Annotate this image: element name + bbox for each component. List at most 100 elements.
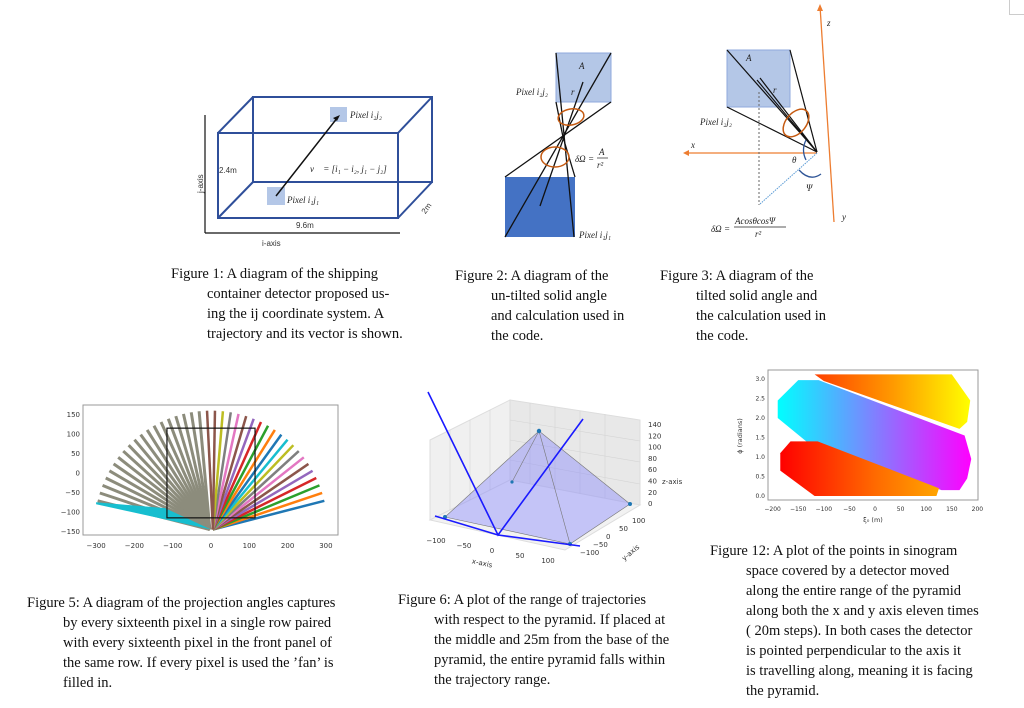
caption-line: the code.	[696, 328, 749, 344]
y-tick-label: −100	[61, 509, 80, 517]
figure-2-diagram: Pixel i₂j₂ A r δΩ = A r² Pixel i₁j₁	[504, 52, 612, 240]
z-tick-label: 0	[648, 500, 652, 508]
y-tick-label: 2.5	[755, 396, 765, 403]
x-tick-label: 0	[209, 542, 213, 550]
z-tick-label: 80	[648, 455, 657, 463]
caption-line: the calculation used in	[696, 308, 827, 324]
caption-line: the pyramid.	[746, 683, 820, 699]
projection-ray	[212, 462, 310, 531]
depth-label: 2m	[420, 201, 434, 216]
figure-3-diagram: A r Pixel i₂j₂ x z y θ Ψ δΩ = AcosθcosΨ …	[683, 4, 846, 239]
psi-label: Ψ	[806, 183, 813, 193]
trajectory-lines	[427, 391, 584, 547]
projection-ray	[212, 491, 323, 531]
area-label: A	[745, 53, 752, 63]
x-tick-label: −100	[816, 506, 833, 513]
caption-line: and calculation used in	[491, 308, 625, 324]
y-axis-label: ϕ (radians)	[736, 418, 744, 454]
projection-ray	[212, 476, 317, 531]
formula-numerator: AcosθcosΨ	[734, 216, 776, 226]
projection-ray	[205, 410, 215, 530]
y-tick-label: 150	[67, 411, 80, 419]
theta-label: θ	[792, 155, 797, 165]
pixel-label: Pixel i₂j₂	[699, 117, 732, 127]
z-tick-label: 140	[648, 421, 661, 429]
pixel-top-square	[330, 107, 347, 122]
figure-1-caption: Figure 1: A diagram of the shipping cont…	[171, 264, 403, 344]
detector-box	[166, 427, 256, 519]
y-tick-label: 50	[71, 450, 80, 458]
region-bottom	[780, 441, 939, 496]
formula-denominator: r²	[597, 160, 604, 170]
figure-2-caption: Figure 2: A diagram of the un-tilted sol…	[455, 266, 624, 346]
x-axis-label: x	[690, 140, 695, 150]
caption-line: the same row. If every pixel is used the…	[63, 655, 334, 671]
projection-ray	[212, 469, 314, 531]
vector-label: v⃗ = [i₁ − i₂, j₁ − j₂]	[310, 164, 387, 174]
projection-ray	[211, 429, 276, 531]
x-tick-label: 100	[541, 557, 554, 565]
figure-12-caption: Figure 12: A plot of the points in sinog…	[710, 541, 979, 701]
projection-ray	[212, 484, 320, 531]
z-axis-label: z-axis	[662, 478, 683, 486]
caption-line: Figure 3: A diagram of the	[660, 268, 814, 284]
height-label: 2.4m	[219, 166, 237, 175]
caption-line: with every sixteenth pixel in the front …	[63, 635, 332, 651]
length-label: 9.6m	[296, 221, 314, 230]
region-top	[814, 374, 971, 429]
z-axis-label: z	[826, 18, 831, 28]
y-tick-label: 50	[619, 525, 628, 533]
formula-lhs: δΩ =	[711, 224, 730, 234]
caption-line: the middle and 25m from the base of the	[434, 632, 670, 648]
area-label: A	[578, 61, 585, 71]
x-tick-label: 200	[281, 542, 294, 550]
caption-line: Figure 1: A diagram of the shipping	[171, 266, 379, 282]
caption-line: the trajectory range.	[434, 672, 551, 688]
caption-line: with respect to the pyramid. If placed a…	[434, 612, 666, 628]
projection-ray	[211, 413, 240, 530]
caption-line: Figure 12: A plot of the points in sinog…	[710, 543, 958, 559]
projection-ray	[211, 410, 217, 530]
formula-numerator: A	[598, 147, 605, 157]
projection-ray	[211, 415, 248, 530]
projection-ray	[211, 411, 225, 530]
caption-line: is pointed perpendicular to the axis it	[746, 643, 962, 659]
caption-line: ( 20m steps). In both cases the detector	[746, 623, 973, 639]
y-axis-label: y-axis	[620, 543, 641, 563]
figure-1-diagram: Pixel i₂j₂ Pixel i₁j₁ v⃗ = [i₁ − i₂, j₁ …	[196, 96, 434, 248]
i-axis-label: i-axis	[262, 239, 281, 248]
caption-line: pyramid, the entire pyramid falls within	[434, 652, 666, 668]
caption-line: the code.	[491, 328, 544, 344]
formula-denominator: r²	[755, 229, 762, 239]
y-tick-label: 0	[606, 533, 610, 541]
ray-fill	[96, 502, 211, 530]
x-tick-label: −100	[426, 537, 445, 545]
y-tick-label: 0.5	[755, 474, 765, 481]
x-tick-label: −50	[457, 542, 472, 550]
projection-ray	[212, 444, 295, 531]
formula-lhs: δΩ =	[575, 154, 594, 164]
x-tick-label: 100	[243, 542, 256, 550]
pixel-top-label: Pixel i₂j₂	[349, 110, 382, 120]
caption-line: Figure 5: A diagram of the projection an…	[27, 595, 336, 611]
x-tick-label: −150	[790, 506, 807, 513]
projection-ray	[211, 433, 283, 531]
figure-6-3d-plot: 140120100806040200−100−50050100100500−50…	[426, 391, 683, 570]
y-tick-label: 0	[76, 470, 80, 478]
caption-line: filled in.	[63, 675, 113, 691]
x-tick-label: 50	[897, 506, 905, 513]
radius-label: r	[773, 85, 777, 95]
x-tick-label: 200	[972, 506, 984, 513]
caption-line: Figure 6: A plot of the range of traject…	[398, 592, 647, 608]
region-band	[777, 380, 972, 491]
x-tick-label: −100	[163, 542, 182, 550]
caption-line: tilted solid angle and	[696, 288, 818, 304]
y-tick-label: 0.0	[755, 493, 765, 500]
caption-line: un-tilted solid angle	[491, 288, 607, 304]
x-tick-label: −200	[764, 506, 781, 513]
z-tick-label: 40	[648, 478, 657, 486]
y-tick-label: 1.5	[755, 435, 765, 442]
y-tick-label: 100	[67, 431, 80, 439]
x-tick-label: 100	[920, 506, 932, 513]
